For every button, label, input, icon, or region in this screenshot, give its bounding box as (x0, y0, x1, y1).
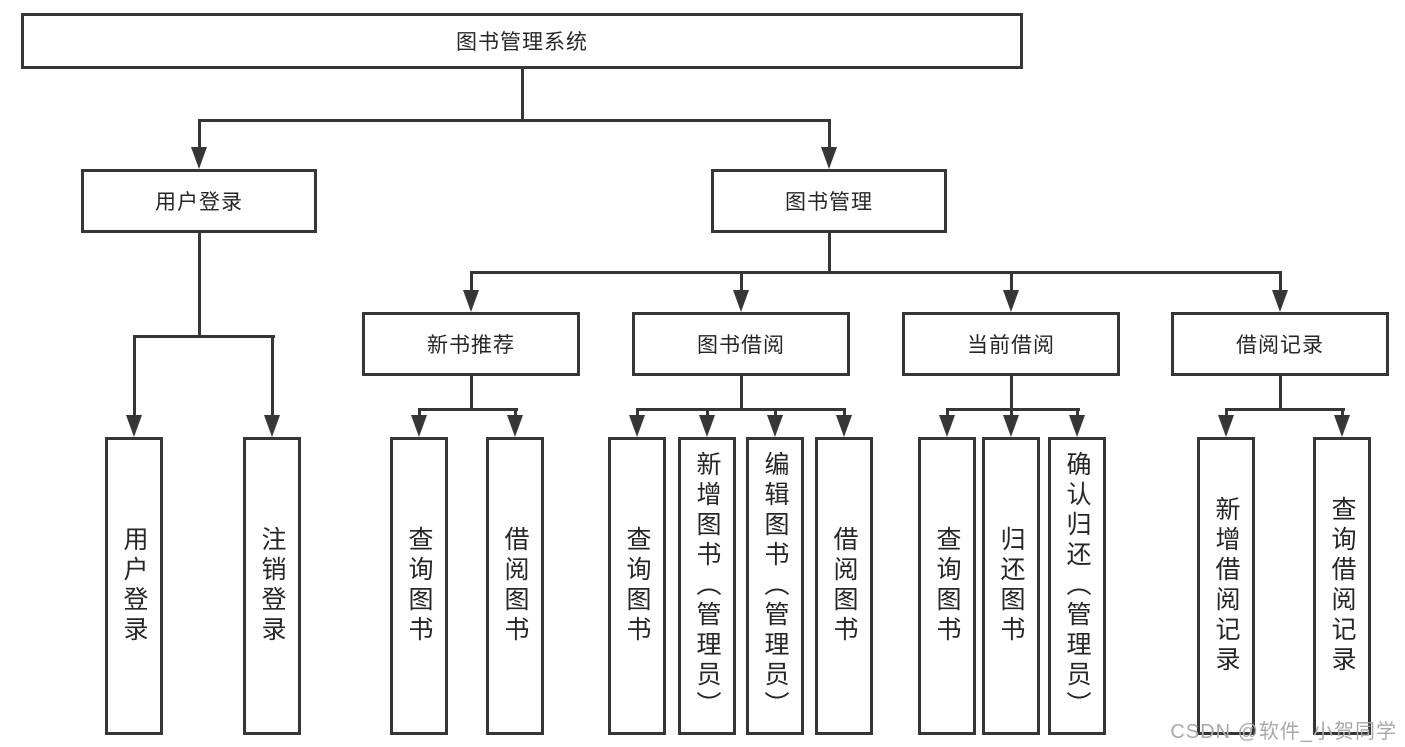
arrowhead-down-icon (1003, 290, 1019, 312)
leaf-label: 查询图书 (933, 526, 961, 646)
leaf-return-books: 归还图书 (982, 437, 1040, 735)
leaf-label: 用户登录 (120, 526, 148, 646)
leaf-add-borrow-record: 新增借阅记录 (1197, 437, 1255, 735)
arrowhead-down-icon (1272, 290, 1288, 312)
arrowhead-down-icon (264, 415, 280, 437)
arrowhead-down-icon (939, 415, 955, 437)
leaf-label: 借阅图书 (501, 526, 529, 646)
arrowhead-down-icon (1334, 415, 1350, 437)
leaf-borrow-books-recommend: 借阅图书 (486, 437, 544, 735)
connector-line (1010, 271, 1013, 292)
connector-line (1225, 408, 1228, 417)
leaf-label: 编辑图书（管理员） (761, 451, 789, 721)
arrowhead-down-icon (767, 415, 783, 437)
leaf-label: 查询图书 (405, 526, 433, 646)
connector-line (521, 69, 524, 121)
arrowhead-down-icon (411, 415, 427, 437)
connector-line (418, 408, 421, 417)
connector-line (514, 408, 517, 417)
leaf-add-books-admin: 新增图书（管理员） (678, 437, 736, 735)
connector-line (946, 408, 949, 417)
connector-line (1341, 408, 1344, 417)
connector-line (828, 119, 831, 149)
connector-line (1076, 408, 1079, 417)
arrowhead-down-icon (1069, 415, 1085, 437)
leaf-query-books-current: 查询图书 (918, 437, 976, 735)
connector-line (636, 408, 846, 411)
connector-line (740, 271, 743, 292)
connector-line (470, 376, 473, 410)
leaf-label: 归还图书 (997, 526, 1025, 646)
connector-line (1010, 408, 1013, 417)
connector-line (740, 376, 743, 410)
node-user-login: 用户登录 (81, 169, 317, 233)
leaf-label: 新增图书（管理员） (693, 451, 721, 721)
leaf-label: 借阅图书 (830, 526, 858, 646)
connector-line (1010, 376, 1013, 410)
connector-line (843, 408, 846, 417)
arrowhead-down-icon (699, 415, 715, 437)
leaf-logout: 注销登录 (243, 437, 301, 735)
arrowhead-down-icon (463, 290, 479, 312)
connector-line (946, 408, 1080, 411)
connector-line (418, 408, 518, 411)
arrowhead-down-icon (126, 415, 142, 437)
connector-line (271, 335, 274, 417)
connector-line (470, 271, 1282, 274)
watermark: CSDN @软件_小贺同学 (1170, 721, 1397, 743)
leaf-label: 查询图书 (623, 526, 651, 646)
connector-line (198, 119, 201, 149)
connector-line (774, 408, 777, 417)
leaf-label: 新增借阅记录 (1212, 496, 1240, 676)
leaf-label: 查询借阅记录 (1328, 496, 1356, 676)
leaf-query-books-borrowing: 查询图书 (608, 437, 666, 735)
arrowhead-down-icon (733, 290, 749, 312)
leaf-query-books-recommend: 查询图书 (390, 437, 448, 735)
node-current-borrowing: 当前借阅 (902, 312, 1120, 376)
node-book-borrowing: 图书借阅 (632, 312, 850, 376)
leaf-edit-books-admin: 编辑图书（管理员） (746, 437, 804, 735)
leaf-query-borrow-record: 查询借阅记录 (1313, 437, 1371, 735)
connector-line (470, 271, 473, 292)
leaf-label: 注销登录 (258, 526, 286, 646)
arrowhead-down-icon (821, 147, 837, 169)
leaf-borrow-books: 借阅图书 (815, 437, 873, 735)
leaf-label: 确认归还（管理员） (1063, 451, 1091, 721)
connector-line (636, 408, 639, 417)
leaf-user-login: 用户登录 (105, 437, 163, 735)
connector-line (706, 408, 709, 417)
connector-line (198, 233, 201, 337)
arrowhead-down-icon (836, 415, 852, 437)
arrowhead-down-icon (629, 415, 645, 437)
connector-line (133, 335, 275, 338)
arrowhead-down-icon (1003, 415, 1019, 437)
connector-line (828, 233, 831, 273)
arrowhead-down-icon (507, 415, 523, 437)
node-new-book-recommend: 新书推荐 (362, 312, 580, 376)
arrowhead-down-icon (191, 147, 207, 169)
leaf-confirm-return-admin: 确认归还（管理员） (1048, 437, 1106, 735)
node-borrow-records: 借阅记录 (1171, 312, 1389, 376)
node-root: 图书管理系统 (21, 13, 1023, 69)
node-book-management: 图书管理 (711, 169, 947, 233)
connector-line (1279, 376, 1282, 410)
connector-line (198, 119, 831, 122)
connector-line (133, 335, 136, 417)
arrowhead-down-icon (1218, 415, 1234, 437)
connector-line (1279, 271, 1282, 292)
connector-line (1225, 408, 1345, 411)
